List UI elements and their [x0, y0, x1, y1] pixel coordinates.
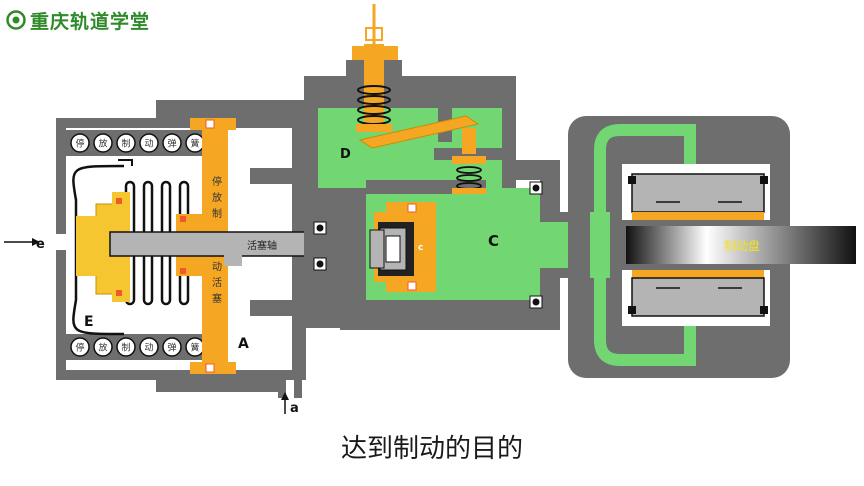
spring-bottom-coil-4 [162, 337, 182, 357]
spring-top-label-2: 制 [121, 138, 130, 150]
seal-dots [313, 181, 543, 309]
spring-bottom-label-2: 制 [121, 342, 130, 354]
spring-top-coil-0 [70, 133, 90, 153]
spring-top-label-0: 停 [75, 138, 84, 150]
piston-rod-label: 活塞轴 [247, 239, 277, 252]
spring-top-coil-3 [139, 133, 159, 153]
spring-top-label-4: 弹 [167, 138, 176, 150]
parking-piston-label-5: 活 [212, 277, 222, 289]
label-a: a [290, 401, 299, 416]
port-e-arrow: e [4, 237, 45, 252]
spring-bottom-coil-1 [93, 337, 113, 357]
label-c: c [418, 243, 423, 253]
service-brake-piston: c [369, 202, 436, 292]
spring-bottom-label-4: 弹 [167, 342, 176, 354]
logo-text: 重庆轨道学堂 [30, 10, 151, 33]
spring-bottom-row: 停放制动弹簧 [66, 334, 216, 360]
label-D: D [340, 147, 351, 162]
port-a-arrow: a [281, 392, 299, 416]
parking-piston-label-2: 放 [212, 191, 222, 204]
spring-top-coil-2 [116, 133, 136, 153]
spring-top-row: 停放制动弹簧 [66, 130, 216, 156]
parking-piston-label-4: 动 [212, 261, 222, 273]
brake-disc [626, 226, 856, 264]
logo: 重庆轨道学堂 [6, 6, 150, 34]
parking-piston-label-6: 塞 [212, 292, 222, 305]
spring-top-label-3: 动 [144, 139, 153, 150]
spring-top-coil-4 [162, 133, 182, 153]
spring-bottom-coil-2 [116, 337, 136, 357]
spring-top-coil-1 [93, 133, 113, 153]
spring-bottom-coil-3 [139, 337, 159, 357]
vent-valve [346, 4, 486, 194]
parking-piston-label-1: 停 [212, 175, 222, 188]
label-A: A [238, 336, 249, 352]
spring-bottom-coil-0 [70, 337, 90, 357]
spring-bottom-label-1: 放 [98, 342, 107, 354]
label-E: E [84, 314, 94, 330]
spring-top-label-5: 簧 [190, 138, 199, 150]
parking-piston-label-3: 制 [212, 207, 222, 220]
caption: 达到制动的目的 [340, 434, 523, 464]
brake-disc-label: 制动盘 [724, 238, 760, 253]
label-C: C [488, 232, 499, 250]
spring-bottom-label-0: 停 [75, 342, 84, 354]
spring-top-label-1: 放 [98, 138, 107, 150]
spring-bottom-label-3: 动 [144, 343, 153, 354]
spring-bottom-label-5: 簧 [190, 342, 199, 354]
logo-emblem-icon [6, 10, 26, 30]
label-e: e [36, 237, 45, 252]
